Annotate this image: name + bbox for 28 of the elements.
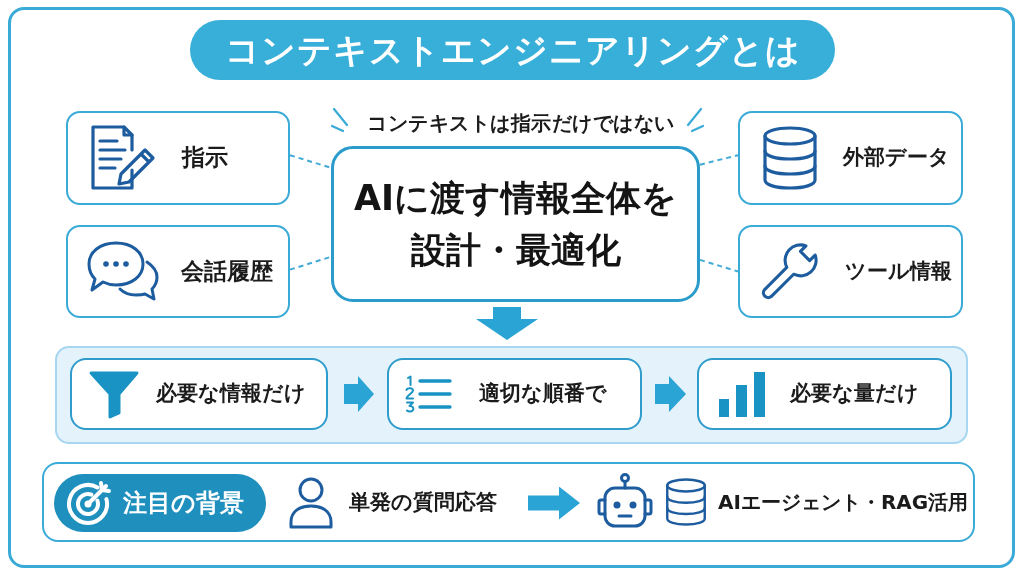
step-label: 必要な情報だけ [156,381,306,407]
info-card [738,111,963,205]
info-card [66,111,290,205]
step-label: 適切な順番で [479,381,607,407]
card-label: 会話履歴 [181,257,273,286]
main-text: AIに渡す情報全体を設計・最適化 [352,176,679,272]
card-label: 外部データ [843,145,950,171]
text-label: AIエージェント・RAG活用 [718,490,969,514]
dashed-connector [289,255,332,271]
callout-text: コンテキストは指示だけではない [366,110,676,137]
step-band [55,346,968,444]
dashed-connector [289,154,332,169]
dashed-connector [699,154,739,166]
info-card [66,225,290,318]
step-card [697,358,952,430]
step-card [70,358,328,430]
main-box [331,146,700,302]
card-label: ツール情報 [845,258,952,285]
card-label: 指示 [182,144,228,172]
pill-label: 注目の背景 [123,488,244,518]
text-label: 単発の質問応答 [349,490,497,516]
step-label: 必要な量だけ [790,381,919,407]
info-card [738,225,963,318]
dashed-connector [699,258,739,273]
title-banner: コンテキストエンジニアリングとは [190,20,835,80]
step-card [387,358,642,430]
heading-pill [54,474,266,532]
bottom-panel [42,462,975,542]
